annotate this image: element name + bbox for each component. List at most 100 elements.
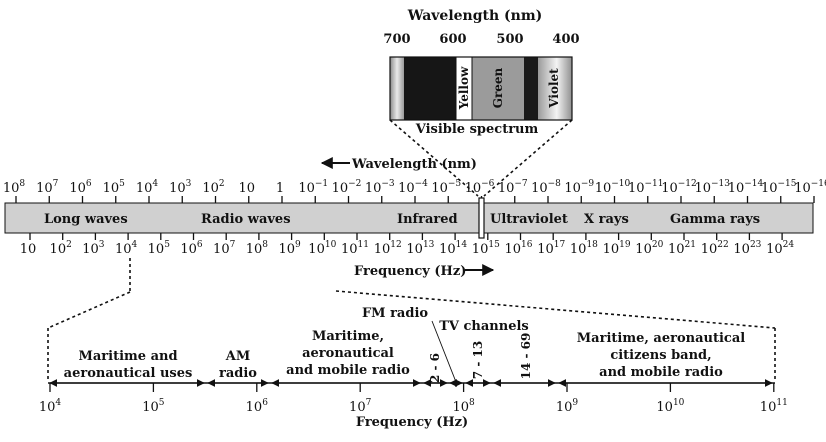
region-gamma-rays: Gamma rays: [670, 212, 760, 227]
wavelength-tick-label: 10−3: [365, 179, 395, 196]
frequency-tick-label: 1010: [308, 240, 336, 257]
visible-window-marker: [478, 197, 485, 239]
band-citizens-line2: citizens band,: [610, 348, 711, 363]
wavelength-tick-label: 104: [136, 179, 159, 196]
radio-tick-label: 108: [452, 398, 475, 415]
wavelength-tick-label: 10−7: [498, 179, 528, 196]
radio-axis-ticks: 104 105 106 107 108 109 1010 1011: [39, 383, 788, 415]
frequency-tick-label: 1019: [603, 240, 631, 257]
visible-tick-500: 500: [496, 32, 523, 47]
band-maritime-mobile-line3: and mobile radio: [286, 363, 410, 378]
region-infrared: Infrared: [397, 212, 458, 227]
region-radio-waves: Radio waves: [201, 212, 291, 227]
band-yellow: Yellow: [457, 66, 471, 110]
radio-tick-label: 107: [349, 398, 372, 415]
frequency-tick-label: 1013: [406, 240, 434, 257]
visible-tick-700: 700: [383, 32, 410, 47]
wavelength-tick-label: 10−11: [628, 179, 664, 196]
wavelength-tick-label: 102: [202, 179, 224, 196]
wavelength-tick-label: 10−6: [465, 179, 495, 196]
visible-connector-lines: [389, 119, 573, 197]
frequency-tick-label: 1022: [701, 240, 729, 257]
radio-tick-label: 109: [556, 398, 579, 415]
frequency-tick-label: 1016: [505, 240, 533, 257]
frequency-tick-label: 102: [50, 240, 72, 257]
wavelength-tick-label: 10−4: [398, 179, 428, 196]
visible-title: Wavelength (nm): [407, 8, 543, 24]
wavelength-tick-label: 10−13: [694, 179, 730, 196]
band-am-line2: radio: [219, 366, 257, 381]
region-long-waves: Long waves: [44, 212, 128, 227]
wavelength-tick-label: 10: [238, 181, 255, 196]
visible-caption: Visible spectrum: [415, 122, 539, 137]
radio-tick-label: 104: [39, 398, 62, 415]
band-maritime-aero-line2: aeronautical uses: [64, 366, 193, 381]
frequency-tick-label: 106: [180, 240, 203, 257]
frequency-tick-label: 1014: [439, 240, 467, 257]
band-green: Green: [491, 67, 505, 108]
wavelength-tick-label: 107: [36, 179, 59, 196]
region-x-rays: X rays: [584, 212, 629, 227]
wavelength-tick-label: 105: [103, 179, 126, 196]
band-maritime-mobile-line2: aeronautical: [302, 346, 394, 361]
frequency-tick-label: 1012: [374, 240, 402, 257]
frequency-tick-label: 109: [278, 240, 301, 257]
visible-tick-400: 400: [552, 32, 579, 47]
wavelength-tick-label: 10−5: [431, 179, 461, 196]
wavelength-tick-label: 10−15: [761, 179, 797, 196]
frequency-axis-label: Frequency (Hz): [354, 264, 466, 279]
wavelength-tick-label: 10−1: [298, 179, 328, 196]
visible-spectrum-band: [389, 56, 573, 121]
wavelength-tick-label: 103: [169, 179, 192, 196]
region-ultraviolet: Ultraviolet: [490, 212, 568, 227]
wavelength-tick-label: 10−9: [564, 179, 594, 196]
band-am-line1: AM: [225, 349, 250, 364]
frequency-tick-label: 1017: [537, 240, 565, 257]
frequency-tick-label: 1023: [733, 240, 761, 257]
frequency-tick-label: 105: [148, 240, 171, 257]
wavelength-tick-label: 10−8: [531, 179, 561, 196]
wavelength-tick-label: 1: [276, 181, 284, 196]
wavelength-tick-label: 108: [3, 179, 26, 196]
band-ch-2-6: 2 - 6: [428, 353, 442, 383]
band-ch-14-69: 14 - 69: [519, 333, 533, 380]
frequency-tick-label: 1018: [570, 240, 598, 257]
band-tv-channels: TV channels: [439, 319, 529, 334]
frequency-tick-label: 104: [115, 240, 138, 257]
wavelength-tick-label: 10−14: [728, 179, 764, 196]
wavelength-tick-label: 10−16: [794, 179, 826, 196]
wavelength-tick-label: 10−12: [661, 179, 697, 196]
frequency-tick-label: 10: [20, 242, 37, 257]
frequency-tick-label: 103: [82, 240, 105, 257]
radio-tick-label: 105: [142, 398, 165, 415]
frequency-tick-label: 1020: [635, 240, 663, 257]
radio-tick-label: 106: [246, 398, 269, 415]
radio-axis-label: Frequency (Hz): [356, 415, 468, 430]
frequency-tick-label: 107: [213, 240, 236, 257]
radio-tick-label: 1011: [760, 398, 788, 415]
fm-leader-line: [431, 320, 457, 383]
wavelength-tick-label: 106: [69, 179, 92, 196]
band-fm-radio: FM radio: [362, 306, 428, 321]
frequency-tick-label: 1011: [341, 240, 369, 257]
frequency-tick-label: 1024: [766, 240, 794, 257]
band-ch-7-13: 7 - 13: [471, 341, 485, 379]
frequency-tick-label: 1015: [472, 240, 500, 257]
radio-tick-label: 1010: [656, 398, 684, 415]
wavelength-tick-label: 10−2: [332, 179, 362, 196]
visible-tick-600: 600: [439, 32, 466, 47]
band-maritime-aero-line1: Maritime and: [78, 349, 177, 364]
frequency-tick-label: 108: [246, 240, 269, 257]
radio-connector-lines: [47, 258, 776, 382]
wavelength-tick-label: 10−10: [595, 179, 631, 196]
band-citizens-line3: and mobile radio: [599, 365, 723, 380]
band-citizens-line1: Maritime, aeronautical: [577, 331, 745, 346]
band-violet: Violet: [547, 68, 561, 109]
spectrum-bar: [4, 202, 814, 234]
band-maritime-mobile-line1: Maritime,: [312, 329, 384, 344]
wavelength-axis-label: Wavelength (nm): [351, 157, 477, 172]
